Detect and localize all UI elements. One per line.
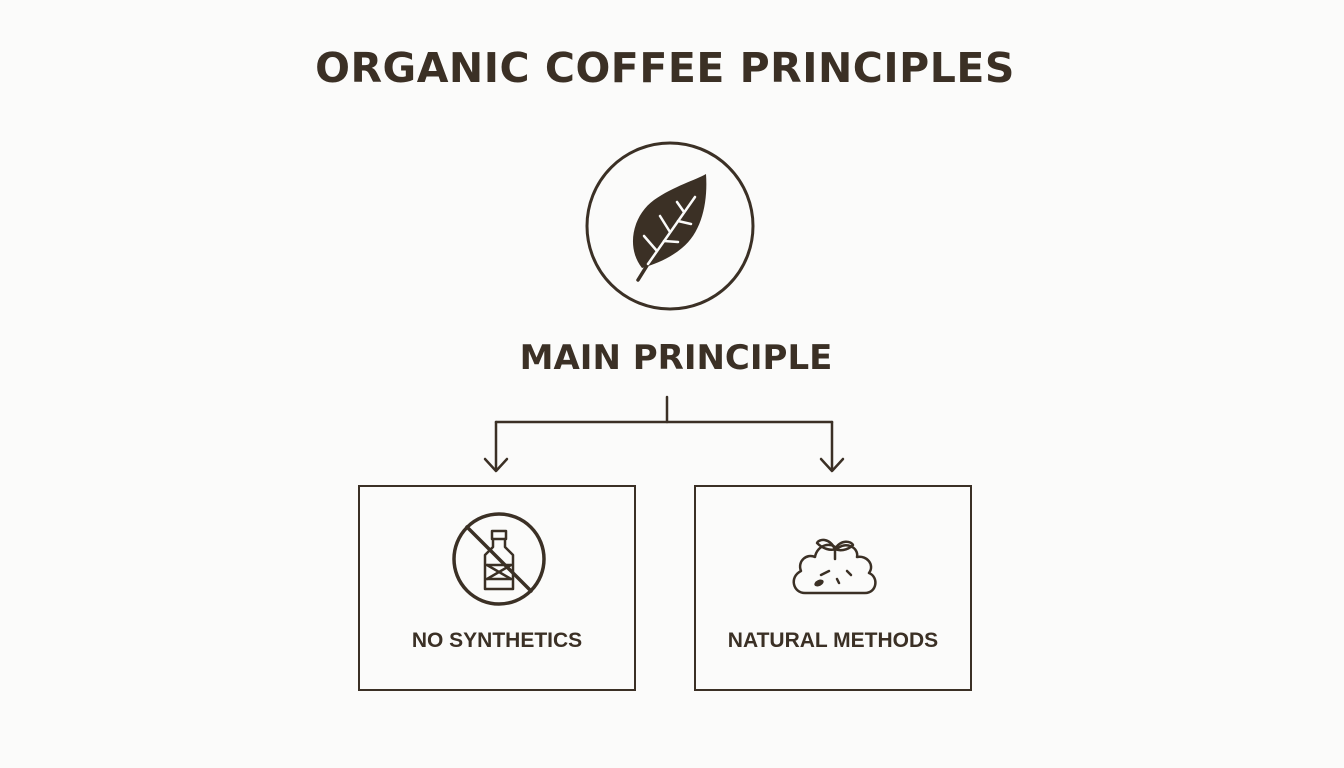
no-synthetics-label: NO SYNTHETICS	[411, 629, 583, 652]
leaf-icon	[632, 174, 707, 282]
arrowhead-left	[483, 457, 509, 473]
main-principle-label: MAIN PRINCIPLE	[519, 338, 833, 378]
main-icon-circle	[585, 141, 755, 311]
natural-methods-label: NATURAL METHODS	[727, 629, 939, 652]
soil-sprout-icon	[792, 538, 877, 595]
no-synthetics-box: NO SYNTHETICS	[358, 485, 636, 691]
main-principle-node	[585, 141, 755, 311]
natural-methods-box: NATURAL METHODS	[694, 485, 972, 691]
arrowhead-right	[819, 457, 845, 473]
diagram-title: ORGANIC COFFEE PRINCIPLES	[315, 44, 1015, 92]
no-synthetics-icon	[452, 512, 546, 606]
